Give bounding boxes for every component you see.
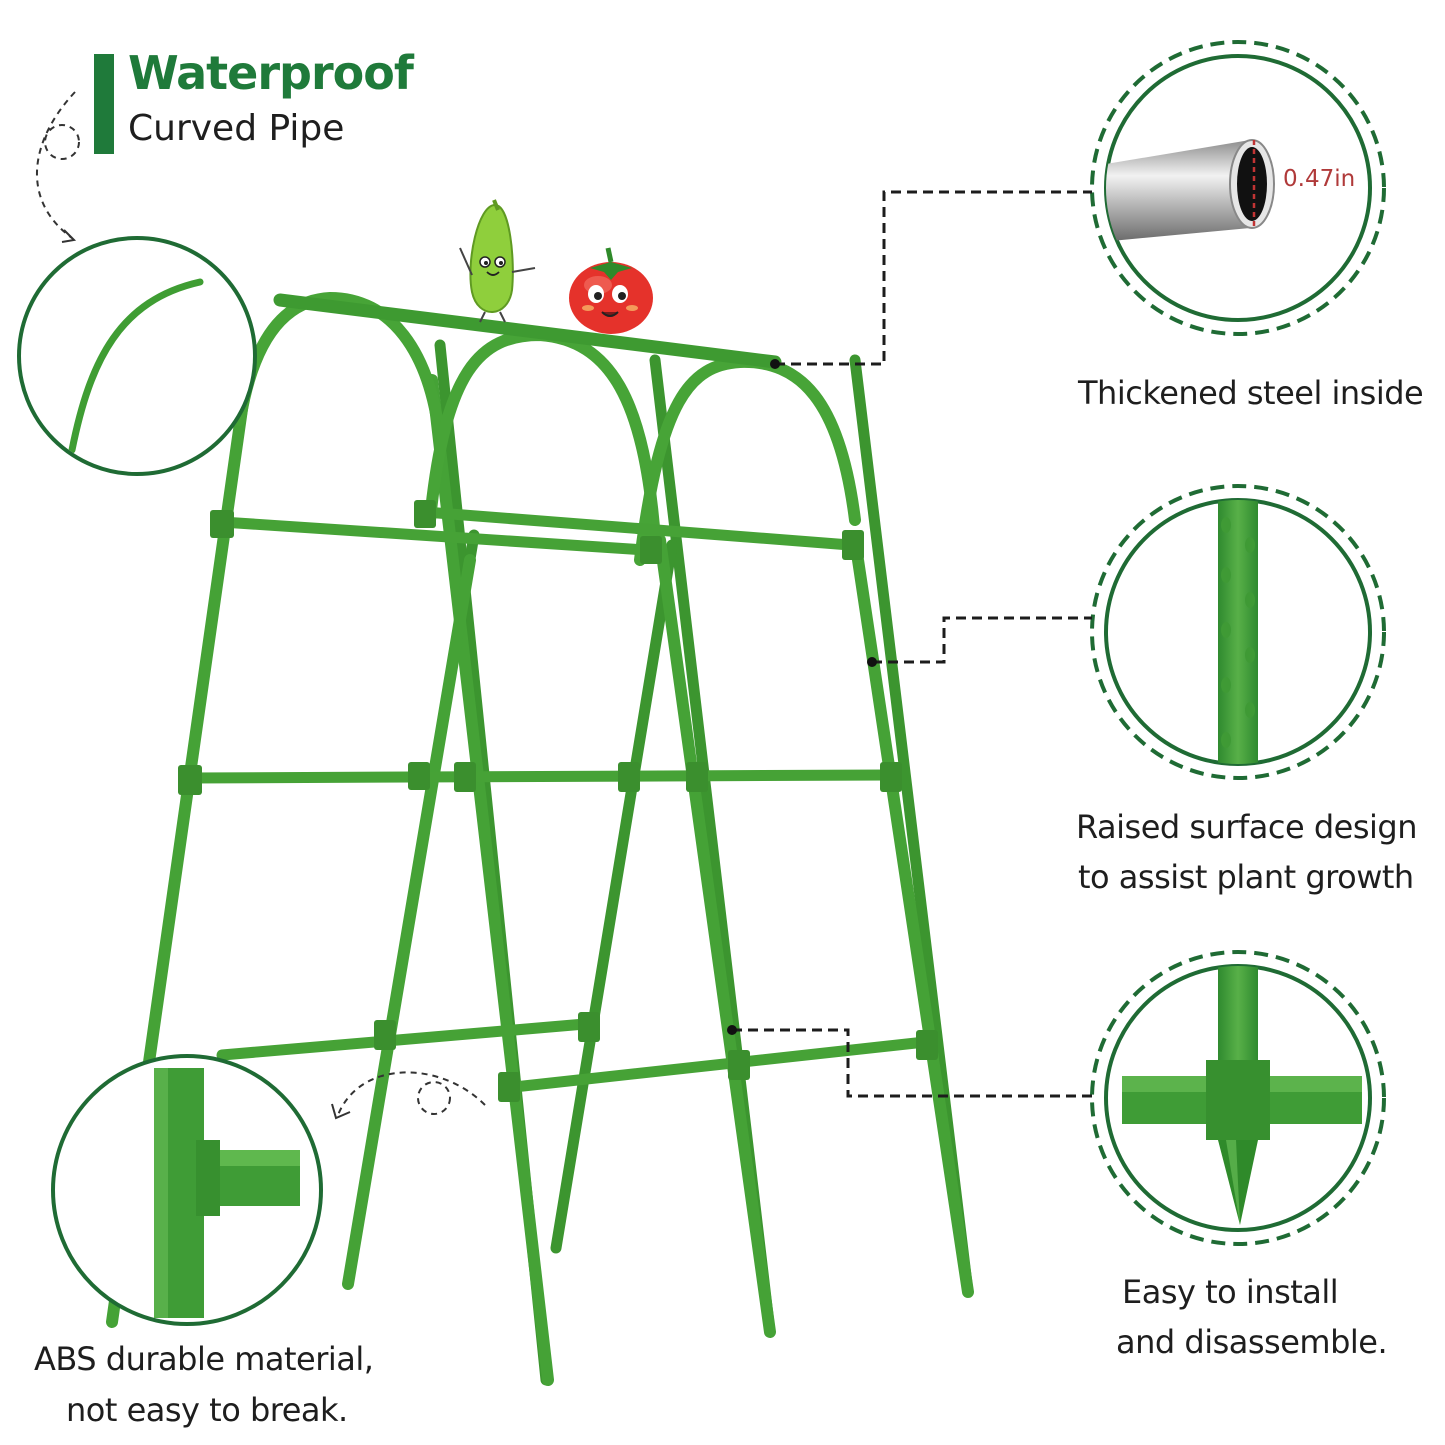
abs-caption-line1: ABS durable material, (34, 1340, 374, 1378)
heading-accent-bar (94, 54, 114, 154)
abs-detail-circle (51, 1054, 323, 1326)
rotate-arrow-icon (36, 91, 80, 239)
heading-title: Waterproof (128, 46, 414, 100)
steel-detail-circle (1090, 40, 1386, 336)
pipe-diameter-label: 0.47in (1283, 166, 1356, 192)
install-caption-line1: Easy to install (1122, 1273, 1339, 1311)
abs-caption-line2: not easy to break. (66, 1391, 348, 1429)
install-caption-line2: and disassemble. (1116, 1323, 1388, 1361)
cucumber-mascot-icon (459, 199, 536, 323)
heading-subtitle: Curved Pipe (128, 108, 345, 149)
curved-pipe-detail (17, 236, 257, 476)
steel-caption: Thickened steel inside (1078, 374, 1424, 412)
surface-caption-line1: Raised surface design (1076, 808, 1417, 846)
surface-caption-line2: to assist plant growth (1078, 858, 1414, 896)
trellis-frame (106, 291, 974, 1386)
leader-lines (732, 190, 1092, 1098)
rotate-arrow-icon (337, 1071, 486, 1116)
tomato-mascot-icon (569, 247, 653, 334)
install-detail-circle (1090, 950, 1386, 1246)
surface-detail-circle (1090, 484, 1386, 780)
